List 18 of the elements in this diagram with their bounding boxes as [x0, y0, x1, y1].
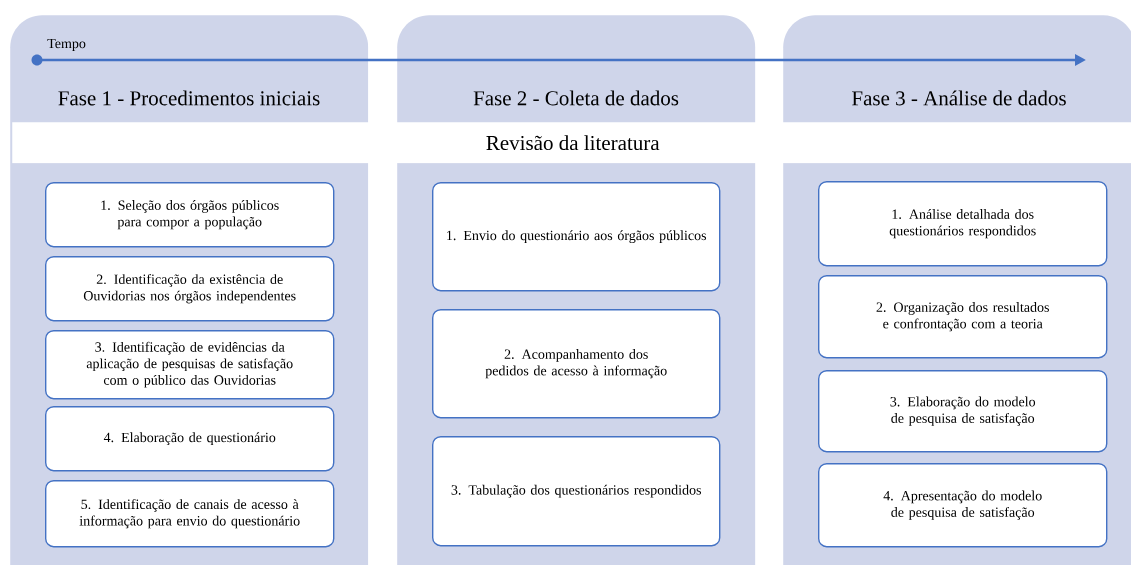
step-box: 4. Apresentação do modelo de pesquisa de satisfação	[818, 463, 1108, 548]
phase-title: Fase 2 - Coleta de dados	[473, 90, 679, 106]
step-box: 4. Elaboração de questionário	[45, 406, 335, 472]
step-box: 5. Identificação de canais de acesso à informação para envio do questionário	[45, 480, 335, 548]
step-box: 3. Identificação de evidências da aplicação de pesquisas de satisfação com o público das Ouvidorias	[45, 330, 335, 400]
phase-title: Fase 1 - Procedimentos iniciais	[58, 90, 320, 106]
axis-label: Tempo	[47, 38, 86, 52]
step-box: 1. Envio do questionário aos órgãos públicos	[432, 182, 721, 292]
step-box: 3. Elaboração do modelo de pesquisa de satisfação	[818, 370, 1108, 453]
phase-title: Fase 3 - Análise de dados	[852, 90, 1066, 106]
step-box: 1. Análise detalhada dos questionários respondidos	[818, 181, 1108, 267]
literature-band: Revisão da literatura	[12, 122, 1131, 164]
step-box: 2. Identificação da existência de Ouvidorias nos órgãos independentes	[45, 256, 335, 322]
step-box: 1. Seleção dos órgãos públicos para compor a população	[45, 182, 335, 248]
step-box: 2. Organização dos resultados e confrontação com a teoria	[818, 275, 1108, 359]
step-box: 2. Acompanhamento dos pedidos de acesso à informação	[432, 309, 721, 419]
step-box: 3. Tabulação dos questionários respondidos	[432, 436, 721, 547]
node-label: Revisão da literatura	[486, 135, 660, 151]
